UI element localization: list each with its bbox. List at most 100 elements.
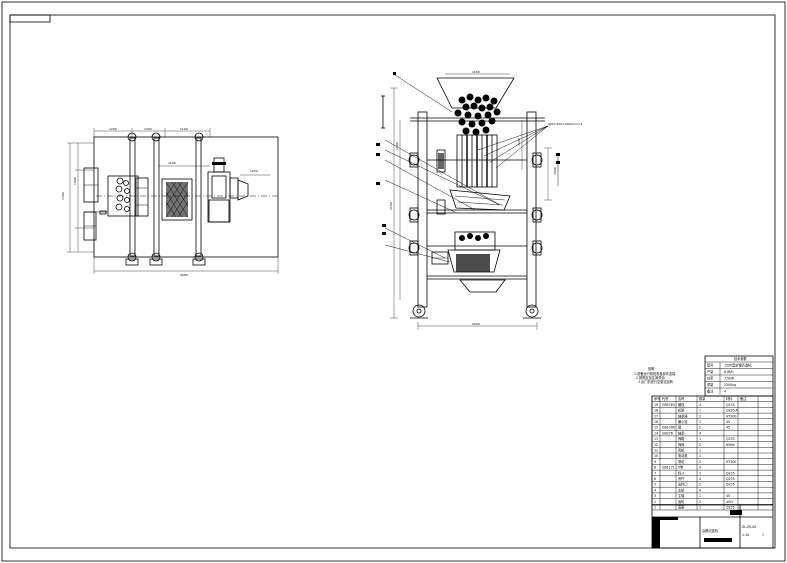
parts-cell: 筛网	[678, 442, 684, 447]
parts-cell: 4	[699, 488, 701, 492]
parts-cell: 车轮	[678, 487, 685, 492]
parts-cell: 7	[654, 471, 656, 475]
parts-cell: GB5783	[662, 403, 675, 407]
parts-header-cell: 材料	[726, 396, 733, 401]
parts-cell: 15	[654, 426, 658, 430]
dim-text: 1300	[61, 192, 65, 200]
parts-cell: 1	[699, 409, 701, 413]
parts-cell: 1	[699, 494, 701, 498]
parts-cell: 带轮	[678, 459, 685, 464]
param-value: 6-8t/h	[724, 370, 734, 374]
dim-text: 1100	[472, 70, 480, 74]
parts-cell: 5	[654, 483, 656, 487]
drawing-number: ZL-00-00	[742, 525, 756, 529]
parts-cell: Q235	[726, 403, 735, 407]
front-view: 1100	[376, 70, 582, 330]
notes-title: 说明	[648, 366, 654, 371]
dim-text: 1200	[109, 127, 117, 131]
parts-cell: 45	[726, 426, 730, 430]
parts-cell: 19	[654, 403, 658, 407]
parts-cell: 吊杆	[678, 476, 685, 481]
parts-cell: V带	[678, 465, 684, 470]
parts-cell: 1	[699, 420, 701, 424]
param-label: 产量	[707, 369, 714, 374]
parts-cell: 筛箱	[678, 436, 685, 441]
parts-cell: 螺栓	[678, 402, 685, 407]
parts-cell: 电动机	[678, 453, 688, 458]
param-value: 4	[724, 390, 726, 394]
parts-cell: 2	[699, 414, 701, 418]
param-value: 7.5kW	[724, 377, 735, 381]
dim-text: 1300	[144, 127, 152, 131]
dim-text: 2700	[389, 202, 393, 210]
parts-cell: 6	[654, 477, 656, 481]
parts-cell: Q235	[726, 471, 735, 475]
drawing-name: 杂粮清选机	[702, 528, 719, 533]
param-label: 功率	[707, 376, 714, 381]
parts-cell: Q235	[726, 506, 735, 510]
parts-cell: 8	[654, 466, 656, 470]
parts-header-cell: 名称	[678, 396, 685, 401]
parts-cell: 14	[654, 431, 658, 435]
param-label: 重量	[707, 382, 714, 387]
parts-cell: 45	[726, 420, 730, 424]
parts-cell: 偏心轮	[678, 419, 688, 424]
parts-cell: 13	[654, 437, 658, 441]
parts-cell: 1	[699, 454, 701, 458]
parts-cell: 底座	[678, 505, 685, 510]
parts-cell: 17	[654, 414, 658, 418]
dim-text: 2000	[472, 322, 480, 326]
parts-cell: 4	[654, 488, 656, 492]
parts-cell: 齿轮	[678, 499, 685, 504]
parts-header-cell: 序号	[654, 396, 660, 401]
parts-header-cell: 代号	[662, 396, 668, 401]
front-view-wheels	[410, 304, 541, 319]
parts-cell: GB1171	[662, 466, 675, 470]
front-view-pulleys	[408, 149, 543, 256]
front-view-drive	[431, 231, 506, 293]
parts-cell: 键	[678, 425, 682, 430]
parts-cell: 4	[699, 431, 701, 435]
parts-cell: 料斗	[678, 470, 684, 475]
parts-cell: 1	[699, 437, 701, 441]
title-block-header: 技术参数	[734, 356, 748, 361]
parts-cell: 1	[654, 506, 656, 510]
dim-text: 1500	[395, 142, 399, 150]
parts-cell: 4	[699, 403, 701, 407]
parts-cell: 1	[699, 506, 701, 510]
parts-cell: Q235-A	[726, 409, 739, 413]
technical-notes: 说明 1.设备运行前检查各部件连接 2.按规定加注润滑油 3.出厂前进行空载试运…	[634, 366, 676, 384]
notes-line: 2.按规定加注润滑油	[636, 375, 665, 380]
parts-cell: 出料口	[678, 482, 688, 487]
inner-frame	[9, 14, 776, 549]
parts-header-cell: 备注	[740, 396, 747, 401]
parts-cell: 2	[654, 500, 656, 504]
parts-cell: Q235	[726, 477, 735, 481]
parts-cell: 65Mn	[726, 443, 735, 447]
dim-text: 1100	[168, 161, 176, 165]
parts-cell: 45	[726, 494, 730, 498]
param-value: 1500型杂粮清选机	[724, 363, 752, 368]
parts-cell: 12	[654, 443, 658, 447]
parts-cell: 机架	[678, 408, 685, 413]
parts-cell: GB1096	[662, 426, 675, 430]
parts-cell: 2	[699, 483, 701, 487]
front-view-screens	[456, 134, 498, 188]
parts-cell: 9	[654, 460, 656, 464]
front-view-grain	[454, 93, 501, 136]
side-view: 1200 1300 1100 1300 1400 4000	[61, 127, 279, 277]
parts-cell: 2	[699, 426, 701, 430]
dim-text: 1250	[250, 169, 258, 173]
parts-cell: 18	[654, 409, 658, 413]
side-view-posts	[125, 132, 206, 266]
parts-cell: Q235	[726, 483, 735, 487]
param-value: 2500kg	[724, 383, 736, 387]
parts-cell: 3	[699, 466, 701, 470]
side-view-gears	[107, 175, 149, 217]
parts-cell: 轴承	[678, 430, 685, 435]
parts-cell: 2	[699, 500, 701, 504]
